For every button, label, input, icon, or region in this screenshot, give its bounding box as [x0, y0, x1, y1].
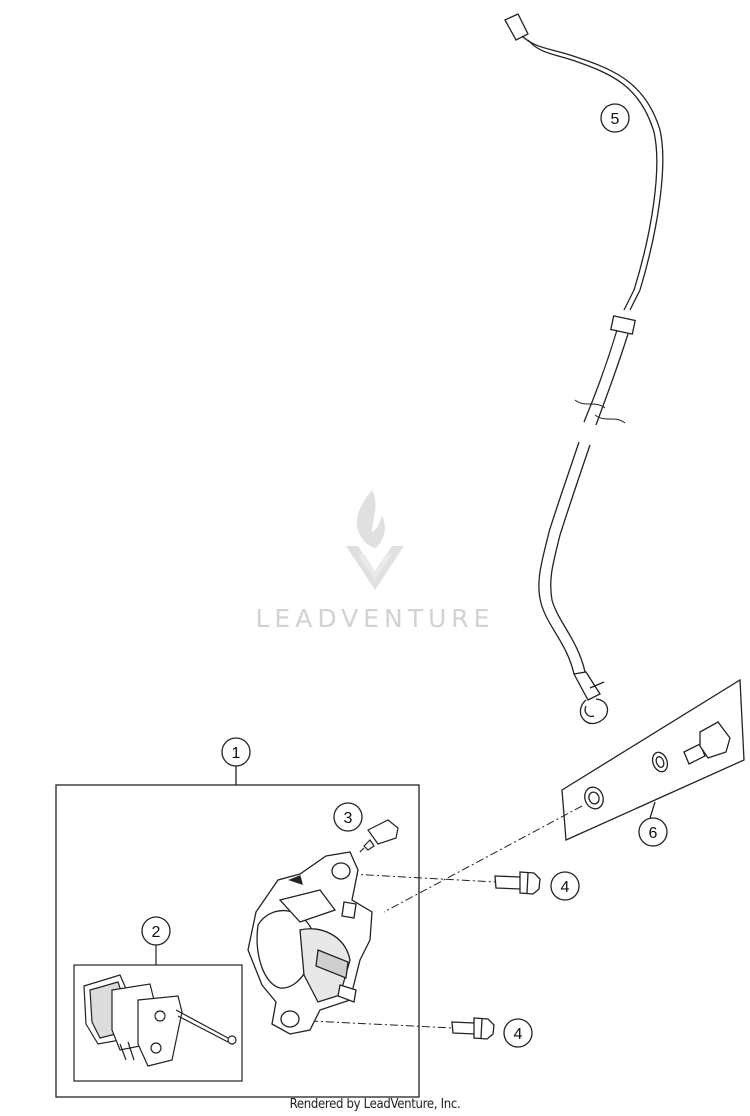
watermark-logo	[346, 490, 404, 590]
brake-pads	[83, 974, 237, 1067]
footer-credit: Rendered by LeadVenture, Inc.	[289, 1097, 461, 1112]
callout-4a: 4	[550, 871, 580, 901]
callout-2: 2	[141, 916, 171, 946]
callout-3: 3	[333, 802, 363, 832]
brake-caliper	[247, 851, 373, 1035]
callout-6: 6	[638, 817, 668, 847]
callout-4a-label: 4	[561, 879, 570, 896]
brake-pads-box	[73, 945, 243, 1082]
bleed-screw	[359, 819, 399, 853]
callout-1-label: 1	[232, 745, 241, 762]
callout-3-label: 3	[344, 810, 353, 827]
callout-4b-label: 4	[514, 1026, 523, 1043]
callout-5-label: 5	[611, 111, 620, 128]
caliper-assembly-box	[55, 766, 420, 1098]
callout-2-label: 2	[152, 924, 161, 941]
callout-6-label: 6	[649, 825, 658, 842]
brake-hose	[504, 13, 664, 725]
callout-5: 5	[600, 103, 630, 133]
hardware-kit-panel	[561, 678, 745, 841]
mounting-bolts	[451, 871, 541, 1040]
leader-lines	[309, 805, 583, 1029]
watermark-text: LEADVENTURE	[255, 604, 495, 633]
callout-1: 1	[221, 737, 251, 767]
callout-4b: 4	[503, 1018, 533, 1048]
